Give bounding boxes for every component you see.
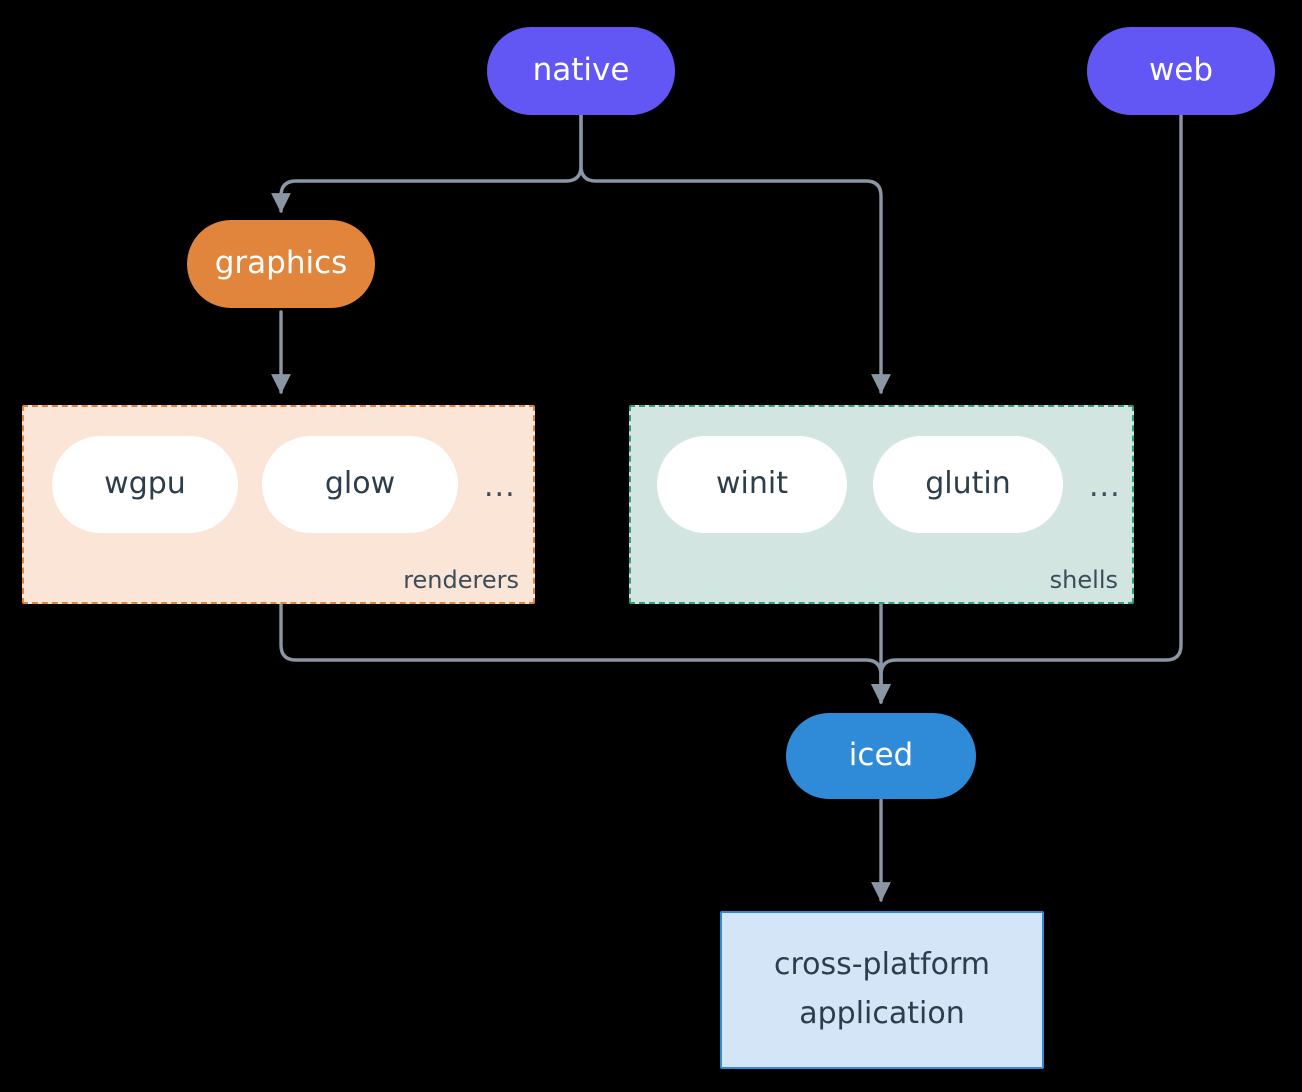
leaf-wgpu[interactable]: wgpu [52, 436, 238, 533]
node-web[interactable]: web [1087, 27, 1275, 115]
node-iced-label: iced [848, 737, 914, 774]
cluster-shells-label: shells [1049, 566, 1118, 594]
node-iced[interactable]: iced [786, 713, 976, 799]
leaf-glutin[interactable]: glutin [873, 436, 1063, 533]
leaf-winit-label: winit [716, 466, 788, 502]
node-native-label: native [532, 52, 630, 89]
edge-native-shells [579, 111, 891, 394]
leaf-glow[interactable]: glow [262, 436, 458, 533]
leaf-wgpu-label: wgpu [104, 466, 186, 502]
cluster-shells: winit glutin ... shells [629, 405, 1134, 604]
renderers-ellipsis: ... [484, 469, 516, 504]
edge-native-graphics [271, 111, 583, 213]
node-native[interactable]: native [487, 27, 675, 115]
cluster-renderers: wgpu glow ... renderers [22, 405, 535, 604]
node-application[interactable]: cross-platform application [720, 911, 1044, 1069]
leaf-winit[interactable]: winit [657, 436, 847, 533]
shells-ellipsis: ... [1089, 469, 1121, 504]
node-application-label-line1: cross-platform [773, 947, 991, 983]
cluster-renderers-label: renderers [403, 566, 519, 594]
node-web-label: web [1148, 52, 1214, 89]
leaf-glutin-label: glutin [925, 466, 1011, 502]
node-graphics[interactable]: graphics [187, 220, 375, 308]
leaf-glow-label: glow [324, 466, 396, 502]
node-application-label-line2: application [799, 996, 965, 1031]
edge-renderers-iced [279, 602, 891, 704]
node-graphics-label: graphics [214, 245, 348, 282]
